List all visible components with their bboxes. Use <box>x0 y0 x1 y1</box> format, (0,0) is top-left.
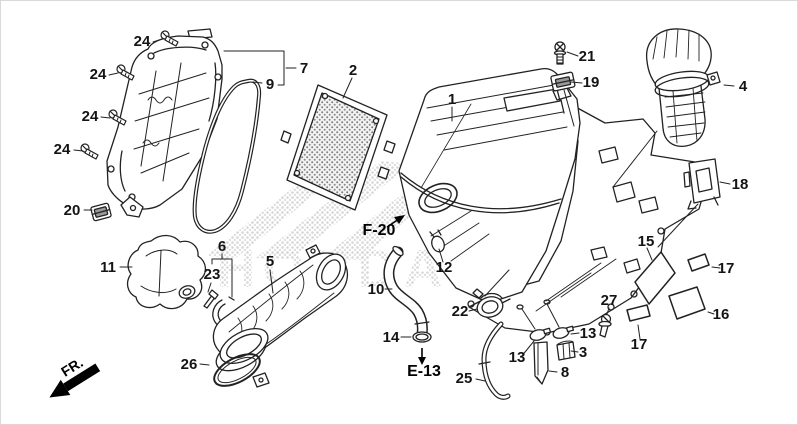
callout-part-12: 12 <box>436 259 453 276</box>
callout-part-19: 19 <box>583 74 600 91</box>
part-8-tube <box>533 341 549 385</box>
page-ref-arrows <box>386 215 426 365</box>
part-10-hose <box>383 245 430 340</box>
callout-part-24: 24 <box>82 108 99 125</box>
callout-part-3: 3 <box>579 344 587 361</box>
part-2-filter-element <box>280 84 396 211</box>
page-ref-f20: F-20 <box>363 222 396 239</box>
part-12-hose-clamp <box>429 229 445 253</box>
part-9-cover-seal <box>192 78 262 234</box>
part-14-ring-clamp <box>412 331 432 343</box>
callout-part-18: 18 <box>732 176 749 193</box>
callout-part-24: 24 <box>54 141 71 158</box>
part-27-bolt <box>598 313 612 338</box>
part-20-clip-nut <box>90 202 112 222</box>
page-ref-e13: E-13 <box>407 363 441 380</box>
part-26-band-clamp <box>213 353 270 388</box>
callout-part-10: 10 <box>368 281 385 298</box>
callout-part-13: 13 <box>580 325 597 342</box>
front-direction-marker: FR. <box>49 354 101 398</box>
part-25-drain-tube <box>478 321 511 400</box>
part-17-seal-bottom <box>626 304 651 322</box>
callout-part-22: 22 <box>452 303 469 320</box>
part-15-seal <box>634 251 676 305</box>
part-5-connecting-tube <box>212 244 349 372</box>
callout-part-9: 9 <box>266 76 274 93</box>
callout-part-6: 6 <box>218 238 226 255</box>
callout-part-4: 4 <box>739 78 748 95</box>
part-22-valve <box>472 288 511 318</box>
part-17-seal-top <box>687 253 710 272</box>
part-3-tube-joint <box>556 340 576 361</box>
part-23-screw <box>203 289 219 309</box>
part-4-intake-duct <box>646 28 721 147</box>
part-19-clip-nut <box>550 71 576 92</box>
callout-part-7: 7 <box>300 60 308 77</box>
callout-part-2: 2 <box>349 62 357 79</box>
callout-part-27: 27 <box>601 292 618 309</box>
callout-part-26: 26 <box>181 356 198 373</box>
callout-part-23: 23 <box>204 266 221 283</box>
callout-part-17: 17 <box>718 260 735 277</box>
part-21-bolt <box>553 41 567 65</box>
callout-part-13: 13 <box>509 349 526 366</box>
callout-part-8: 8 <box>561 364 569 381</box>
callout-part-5: 5 <box>266 253 274 270</box>
callout-part-1: 1 <box>448 91 456 108</box>
callout-part-16: 16 <box>713 306 730 323</box>
part-11-resonator <box>126 234 207 310</box>
part-18-air-guide <box>683 158 721 210</box>
part-13-tube-clamp-left <box>529 327 552 341</box>
fr-arrow-icon <box>49 379 71 398</box>
callout-part-21: 21 <box>579 48 596 65</box>
callout-part-17: 17 <box>631 336 648 353</box>
part-7-cover-assembly <box>106 28 223 218</box>
callout-part-24: 24 <box>90 66 107 83</box>
callout-part-11: 11 <box>100 259 116 276</box>
callout-part-25: 25 <box>456 370 473 387</box>
callout-part-14: 14 <box>383 329 400 346</box>
callout-part-24: 24 <box>134 33 151 50</box>
callout-part-15: 15 <box>638 233 655 250</box>
leader-lines <box>73 38 735 382</box>
callout-part-20: 20 <box>64 202 81 219</box>
part-16-seal <box>668 286 706 320</box>
part-13-tube-clamp-right <box>552 325 575 339</box>
